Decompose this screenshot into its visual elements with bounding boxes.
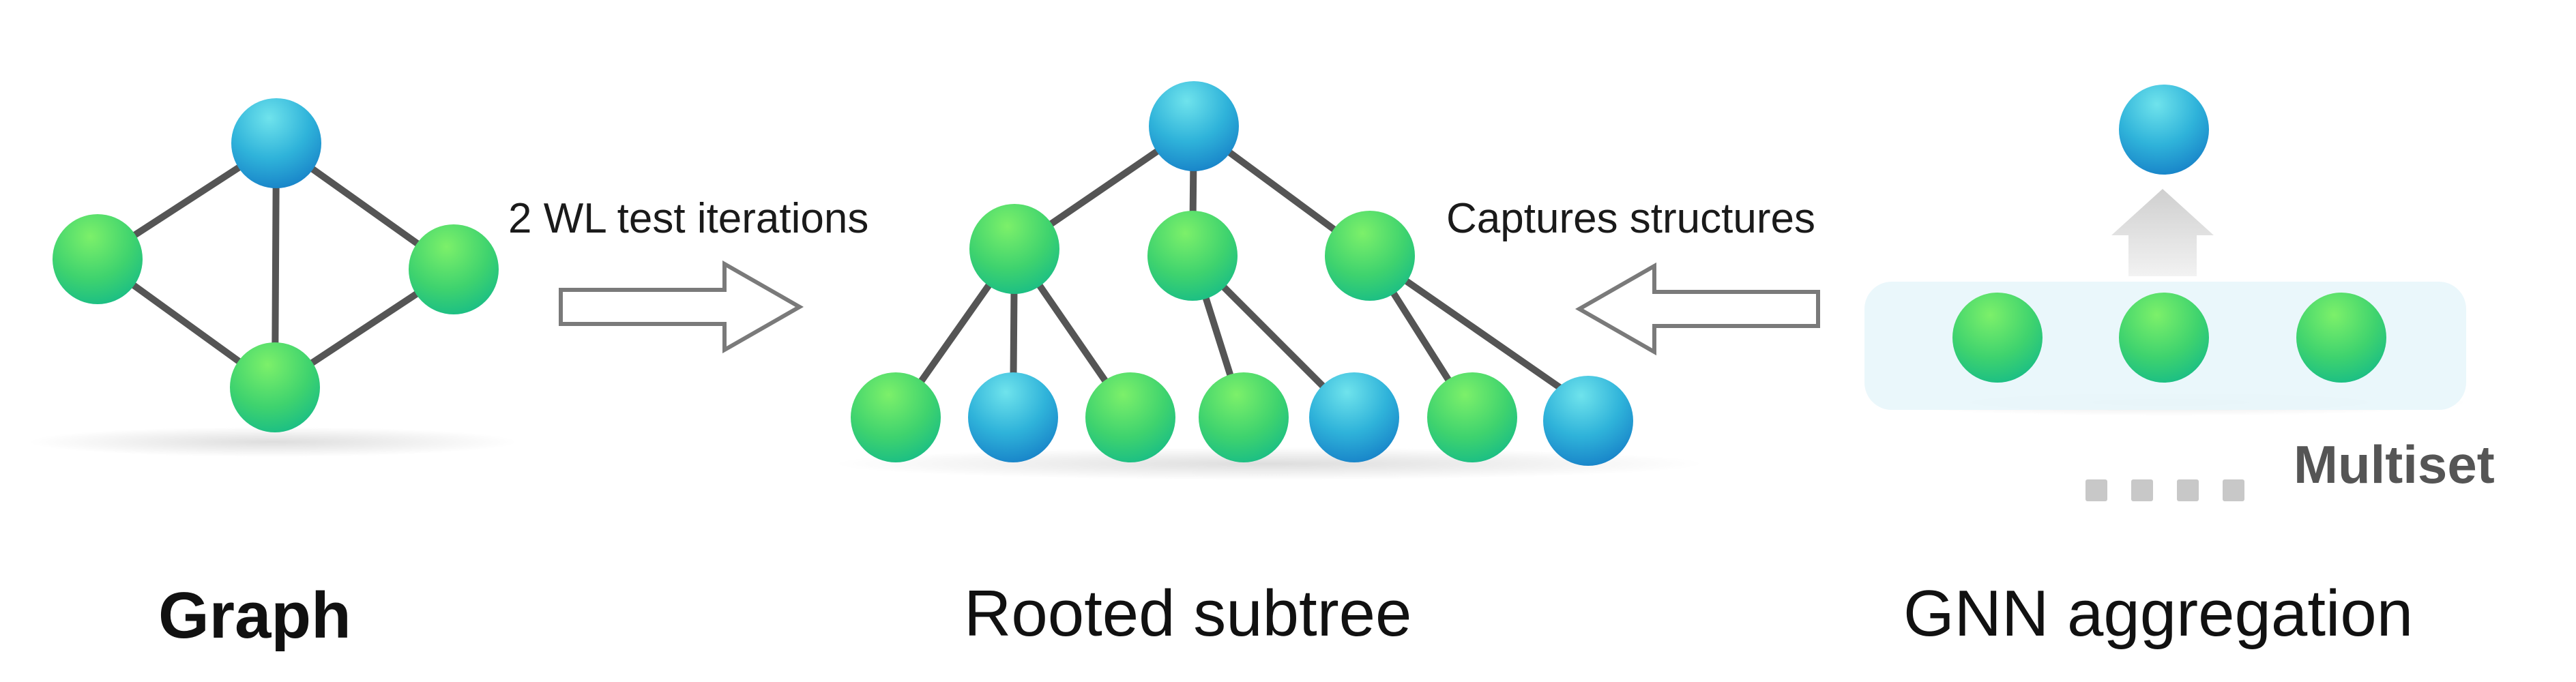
gnn-nodes [1952, 85, 2386, 383]
subtree-nodes [851, 81, 1633, 466]
graph-node-green [409, 224, 499, 314]
subtree-root-blue [1149, 81, 1239, 171]
subtree-node-green [1147, 211, 1238, 301]
subtree-node-green [1325, 211, 1415, 301]
gnn-output-node-blue [2119, 85, 2209, 175]
subtree-leaf-green [1199, 372, 1289, 462]
gnn-input-node-green [2296, 293, 2386, 383]
wl-arrow-label: 2 WL test iterations [508, 195, 869, 242]
graph-nodes [53, 98, 499, 432]
up-arrow [2111, 189, 2214, 276]
caption-rooted-subtree: Rooted subtree [964, 577, 1412, 650]
caption-graph: Graph [158, 579, 351, 652]
graph-node-green [230, 342, 320, 432]
graph-node-green [53, 214, 143, 304]
subtree-leaf-green [851, 372, 941, 462]
subtree-leaf-blue [968, 372, 1058, 462]
captures-arrow-label: Captures structures [1446, 195, 1815, 242]
multiset-label: Multiset [2294, 434, 2495, 494]
captures-arrow [1575, 262, 1820, 356]
subtree-leaf-blue [1543, 376, 1633, 466]
wl-arrow [559, 260, 804, 354]
subtree-leaf-green [1427, 372, 1517, 462]
multiset-dots [2085, 479, 2244, 501]
gnn-input-node-green [1952, 293, 2043, 383]
gnn-input-node-green [2119, 293, 2209, 383]
graph-node-blue [231, 98, 321, 188]
subtree-leaf-blue [1309, 372, 1399, 462]
subtree-leaf-green [1085, 372, 1175, 462]
caption-gnn-aggregation: GNN aggregation [1903, 577, 2414, 650]
subtree-node-green [969, 204, 1059, 294]
